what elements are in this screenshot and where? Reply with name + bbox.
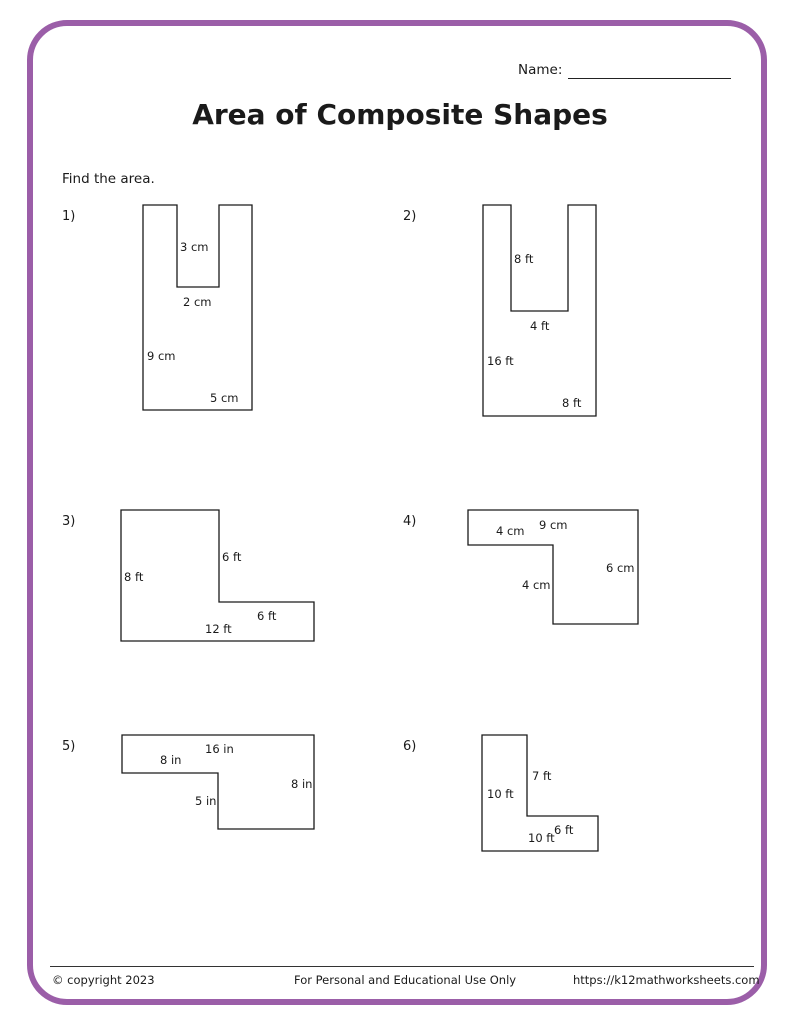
- dim-label: 4 cm: [496, 524, 525, 538]
- dim-label: 10 ft: [528, 831, 555, 845]
- dim-label: 6 ft: [257, 609, 277, 623]
- dim-label: 8 in: [291, 777, 312, 791]
- dim-label: 8 in: [160, 753, 181, 767]
- dim-label: 10 ft: [487, 787, 514, 801]
- dim-label: 16 ft: [487, 354, 514, 368]
- dim-label: 9 cm: [147, 349, 176, 363]
- shape-1: [142, 204, 253, 411]
- footer-copyright: © copyright 2023: [52, 973, 155, 987]
- shape-3: [120, 509, 315, 642]
- dim-label: 8 ft: [124, 570, 144, 584]
- shape-5: [121, 734, 315, 830]
- name-field-line[interactable]: [568, 78, 731, 79]
- shape-2: [482, 204, 597, 417]
- dim-label: 2 cm: [183, 295, 212, 309]
- problem-number-4: 4): [403, 514, 417, 529]
- problem-number-2: 2): [403, 209, 417, 224]
- name-label: Name:: [518, 62, 563, 78]
- footer-divider: [50, 966, 754, 967]
- dim-label: 8 ft: [514, 252, 534, 266]
- problem-number-3: 3): [62, 514, 76, 529]
- dim-label: 9 cm: [539, 518, 568, 532]
- problem-number-5: 5): [62, 739, 76, 754]
- dim-label: 16 in: [205, 742, 234, 756]
- dim-label: 5 cm: [210, 391, 239, 405]
- dim-label: 6 cm: [606, 561, 635, 575]
- dim-label: 8 ft: [562, 396, 582, 410]
- shape-6: [481, 734, 599, 852]
- dim-label: 12 ft: [205, 622, 232, 636]
- instructions: Find the area.: [62, 171, 155, 187]
- dim-label: 3 cm: [180, 240, 209, 254]
- dim-label: 4 cm: [522, 578, 551, 592]
- dim-label: 5 in: [195, 794, 216, 808]
- problem-number-6: 6): [403, 739, 417, 754]
- dim-label: 6 ft: [554, 823, 574, 837]
- dim-label: 7 ft: [532, 769, 552, 783]
- shape-4: [467, 509, 639, 625]
- dim-label: 4 ft: [530, 319, 550, 333]
- footer-usage: For Personal and Educational Use Only: [294, 973, 517, 987]
- footer-website-link[interactable]: https://k12mathworksheets.com: [573, 973, 760, 987]
- page-border: [27, 20, 767, 1005]
- problem-number-1: 1): [62, 209, 76, 224]
- page-title: Area of Composite Shapes: [192, 98, 608, 131]
- dim-label: 6 ft: [222, 550, 242, 564]
